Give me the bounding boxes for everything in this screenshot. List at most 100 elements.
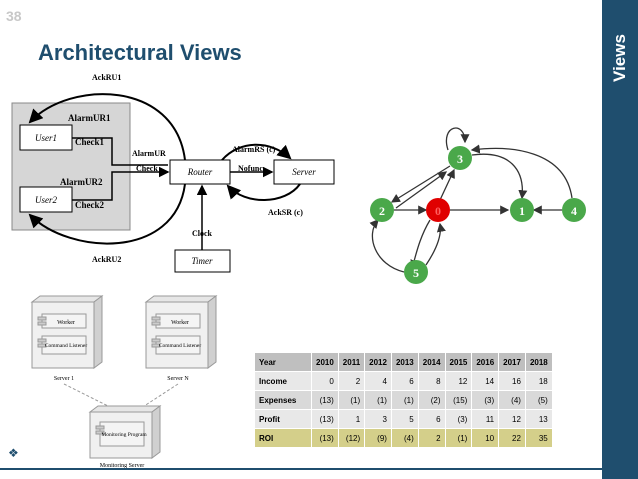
table-cell: 0 <box>311 371 339 391</box>
servern-listener-label: Command Listener <box>159 343 201 349</box>
table-cell: (15) <box>444 390 473 410</box>
row-label: ROI <box>254 428 312 448</box>
acksr-arc <box>226 183 301 201</box>
table-cell: 16 <box>498 371 526 391</box>
nofunc-label: Nofunc <box>238 164 263 173</box>
table-cell: (2) <box>417 390 446 410</box>
monitoring-node: Monitoring Program <box>88 405 162 459</box>
table-cell: (13) <box>311 390 339 410</box>
slide-number: 38 <box>6 8 22 24</box>
year-2015: 2015 <box>444 352 473 372</box>
table-cell: 14 <box>471 371 500 391</box>
router-label: Router <box>187 167 213 177</box>
year-2014: 2014 <box>417 352 446 372</box>
edge-5-0 <box>425 222 446 266</box>
table-row: Income 0 2 4 6 8 12 14 16 18 <box>254 371 553 391</box>
edge-2-3 <box>395 171 448 209</box>
table-cell: (4) <box>390 428 419 448</box>
row-label: Expenses <box>254 390 312 410</box>
edge-0-3 <box>439 168 455 201</box>
edge-3-self-loop <box>445 127 470 151</box>
deployment-diagram: Worker Command Listener Server 1 Worker … <box>20 294 242 470</box>
table-cell: (1) <box>337 390 366 410</box>
table-cell: 2 <box>417 428 446 448</box>
edge-5-2 <box>369 219 405 273</box>
table-cell: (1) <box>444 428 473 448</box>
year-2017: 2017 <box>498 352 526 372</box>
check1-label: Check1 <box>75 137 104 147</box>
table-cell: 12 <box>444 371 473 391</box>
table-cell: 22 <box>498 428 526 448</box>
ackru2-arc <box>28 183 186 245</box>
check2-label: Check2 <box>75 200 104 210</box>
servern-label: Server N <box>167 376 189 382</box>
monitoring-server-label: Monitoring Server <box>100 463 145 469</box>
year-2012: 2012 <box>364 352 392 372</box>
server1-worker-label: Worker <box>57 320 75 326</box>
servern-node: Worker Command Listener <box>144 295 218 369</box>
alarmrs-arc <box>221 143 292 161</box>
table-cell: 5 <box>390 409 419 429</box>
table-cell: 3 <box>364 409 392 429</box>
table-cell: 18 <box>524 371 553 391</box>
year-header: Year <box>254 352 312 372</box>
table-cell: 35 <box>524 428 553 448</box>
user1-label: User1 <box>35 133 57 143</box>
year-2010: 2010 <box>311 352 339 372</box>
acksr-label: AckSR (c) <box>268 208 303 217</box>
bottom-rule <box>0 468 602 470</box>
edge-3-1 <box>471 153 528 200</box>
state-graph: 3 2 0 1 4 5 <box>369 127 586 284</box>
table-cell: 6 <box>390 371 419 391</box>
table-cell: 1 <box>337 409 366 429</box>
servern-worker-label: Worker <box>171 320 189 326</box>
node-3: 3 <box>448 146 472 170</box>
table-cell: 11 <box>471 409 500 429</box>
table-cell: 12 <box>498 409 526 429</box>
table-cell: 13 <box>524 409 553 429</box>
monitoring-program-label: Monitoring Program <box>101 432 147 438</box>
table-row: Expenses (13) (1) (1) (1) (2) (15) (3) (… <box>254 390 553 410</box>
corner-logo-icon: ❖ <box>8 446 19 460</box>
node-5-label: 5 <box>413 266 419 280</box>
year-2013: 2013 <box>390 352 419 372</box>
table-cell: (3) <box>444 409 473 429</box>
router-box <box>169 159 231 185</box>
server1-listener-label: Command Listener <box>45 343 87 349</box>
row-label: Income <box>254 371 312 391</box>
user2-box <box>19 186 73 213</box>
check2-connector <box>72 166 170 201</box>
table-cell: (9) <box>364 428 392 448</box>
server1-label: Server 1 <box>54 376 74 382</box>
table-cell: (3) <box>471 390 500 410</box>
alarmrs-label: AlarmRS (c) <box>232 145 276 154</box>
table-cell: (1) <box>390 390 419 410</box>
table-cell: 10 <box>471 428 500 448</box>
ackru1-label: AckRU1 <box>92 73 121 82</box>
table-cell: 2 <box>337 371 366 391</box>
ackru2-label: AckRU2 <box>92 255 121 264</box>
year-2016: 2016 <box>471 352 500 372</box>
table-cell: 8 <box>417 371 446 391</box>
table-cell: (13) <box>311 428 339 448</box>
table-header-row: Year 2010 2011 2012 2013 2014 2015 2016 … <box>254 352 553 372</box>
check-label: Check <box>136 164 158 173</box>
table-row: ROI (13) (12) (9) (4) 2 (1) 10 22 35 <box>254 428 553 448</box>
timer-label: Timer <box>191 256 213 266</box>
node-0: 0 <box>426 198 450 222</box>
slide-title: Architectural Views <box>38 40 242 65</box>
side-tab: Views <box>602 0 638 479</box>
node-4: 4 <box>562 198 586 222</box>
node-1-label: 1 <box>519 204 525 218</box>
year-2011: 2011 <box>337 352 366 372</box>
alarmur2-label: AlarmUR2 <box>60 177 103 187</box>
edge-4-3 <box>470 144 573 199</box>
node-2: 2 <box>370 198 394 222</box>
node-2-label: 2 <box>379 204 385 218</box>
server-label: Server <box>292 167 316 177</box>
roi-table: Year 2010 2011 2012 2013 2014 2015 2016 … <box>254 352 553 448</box>
table-cell: (1) <box>364 390 392 410</box>
table-cell: (4) <box>498 390 526 410</box>
server1-node: Worker Command Listener <box>30 295 104 369</box>
node-1: 1 <box>510 198 534 222</box>
